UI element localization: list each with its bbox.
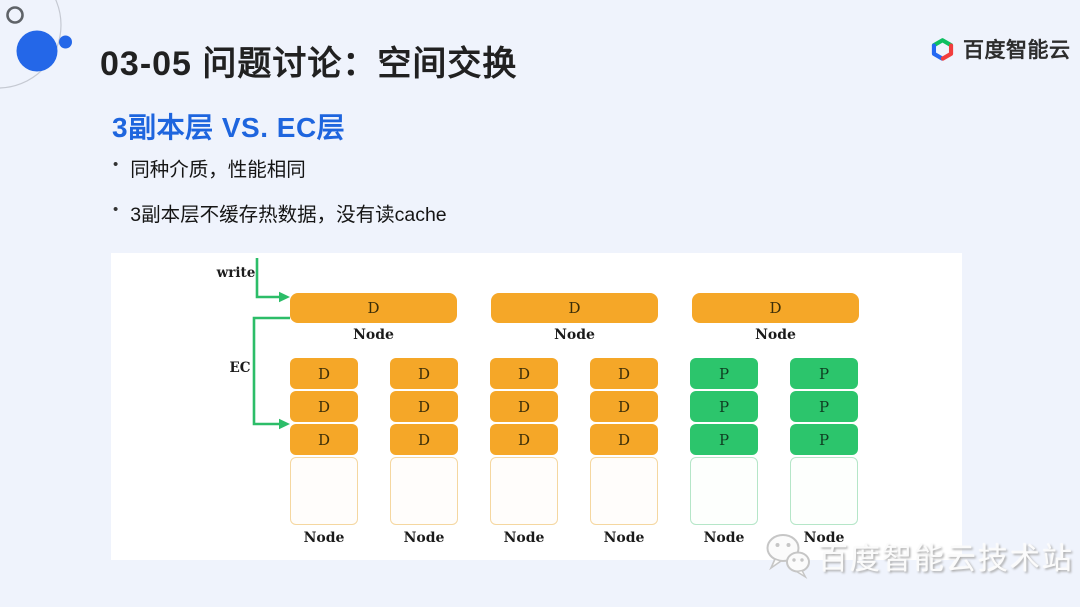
page-title: 03-05 问题讨论：空间交换 xyxy=(100,45,518,83)
data-block: D xyxy=(290,358,358,389)
node-label: Node xyxy=(353,327,394,343)
node-label: Node xyxy=(803,530,845,546)
diagram-panel: write EC D Node D Node D Node D D D Node… xyxy=(111,253,962,560)
blue-dot-icon xyxy=(59,35,72,49)
arc-decoration xyxy=(0,0,62,89)
replica-data-block: D xyxy=(692,293,859,323)
write-arrow xyxy=(255,258,280,299)
ec-label: EC xyxy=(229,360,251,376)
parity-block: P xyxy=(690,358,758,389)
write-arrowhead-icon xyxy=(279,291,290,303)
node-label: Node xyxy=(554,327,595,343)
data-block: D xyxy=(390,391,458,422)
data-block: D xyxy=(490,424,558,455)
data-block: D xyxy=(590,391,658,422)
brand-logo-text: 百度智能云 xyxy=(963,39,1071,62)
replica-data-block: D xyxy=(290,293,457,323)
empty-capacity-box xyxy=(790,457,858,525)
ec-node-column: P P P Node xyxy=(690,358,758,546)
data-block: D xyxy=(290,424,358,455)
empty-capacity-box xyxy=(690,457,758,525)
parity-block: P xyxy=(790,424,858,455)
node-label: Node xyxy=(503,530,545,546)
brand-logo: 百度智能云 xyxy=(929,34,1071,64)
data-block: D xyxy=(290,391,358,422)
node-label: Node xyxy=(303,530,345,546)
data-block: D xyxy=(390,424,458,455)
empty-capacity-box xyxy=(490,457,558,525)
bullet-list: 同种介质，性能相同 3副本层不缓存热数据，没有读cache xyxy=(113,153,447,243)
wechat-icon xyxy=(766,534,810,579)
node-label: Node xyxy=(603,530,645,546)
ec-arrowhead-icon xyxy=(279,418,290,430)
node-label: Node xyxy=(755,327,796,343)
node-label: Node xyxy=(403,530,445,546)
watermark: 百度智能云技术站 xyxy=(764,531,1074,581)
watermark-text: 百度智能云技术站 xyxy=(818,543,1074,576)
ec-arrow xyxy=(252,316,290,426)
empty-capacity-box xyxy=(290,457,358,525)
ec-node-column: D D D Node xyxy=(290,358,358,546)
ec-node-column: D D D Node xyxy=(390,358,458,546)
empty-capacity-box xyxy=(390,457,458,525)
parity-block: P xyxy=(690,391,758,422)
bullet-item: 3副本层不缓存热数据，没有读cache xyxy=(113,198,446,227)
parity-block: P xyxy=(790,358,858,389)
ring-icon xyxy=(6,6,24,24)
data-block: D xyxy=(590,358,658,389)
baidu-cloud-hexagon-icon xyxy=(931,37,954,61)
data-block: D xyxy=(490,391,558,422)
parity-block: P xyxy=(790,391,858,422)
data-block: D xyxy=(590,424,658,455)
section-heading: 3副本层 VS. EC层 xyxy=(112,112,346,143)
ec-node-column: D D D Node xyxy=(590,358,658,546)
ec-node-column: D D D Node xyxy=(490,358,558,546)
empty-capacity-box xyxy=(590,457,658,525)
blue-circle-icon xyxy=(16,30,58,72)
data-block: D xyxy=(390,358,458,389)
ec-node-column: P P P Node xyxy=(790,358,858,546)
diagram-arrows xyxy=(252,258,290,430)
node-label: Node xyxy=(703,530,745,546)
write-label: write xyxy=(216,265,256,281)
data-block: D xyxy=(490,358,558,389)
bullet-item: 同种介质，性能相同 xyxy=(113,153,447,182)
replica-data-block: D xyxy=(491,293,658,323)
parity-block: P xyxy=(690,424,758,455)
